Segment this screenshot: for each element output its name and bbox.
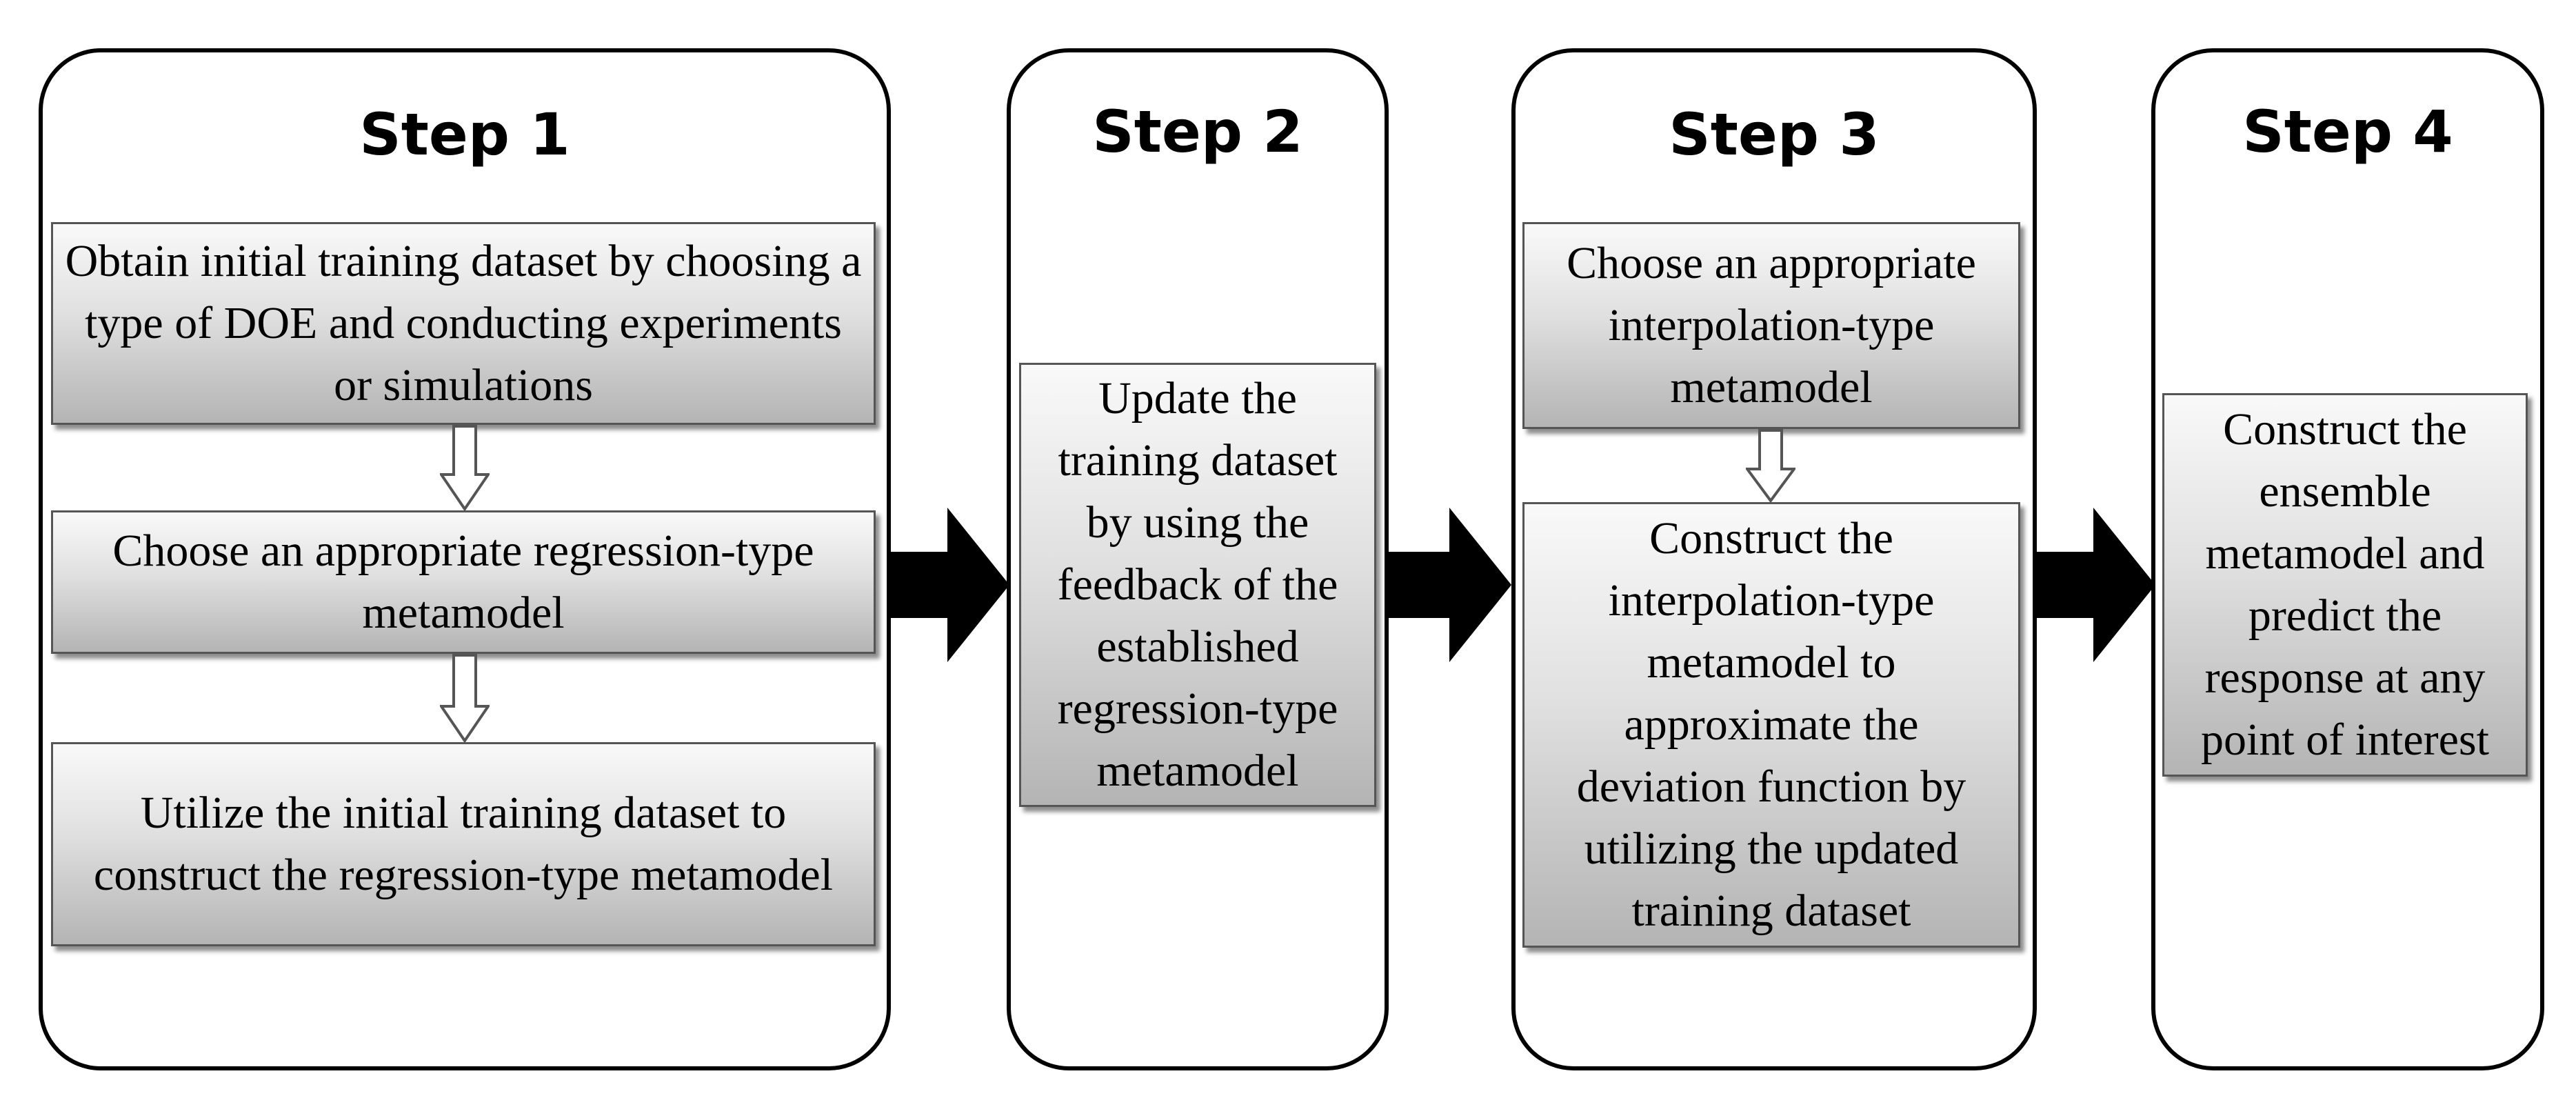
step-1-box-construct-regression: Utilize the initial training dataset to … — [51, 742, 876, 946]
step-1-down-arrow-1 — [440, 425, 490, 510]
step-3-title: Step 3 — [1669, 101, 1880, 168]
step-1-box-choose-regression: Choose an appropriate regression-type me… — [51, 510, 876, 654]
step-2-title: Step 2 — [1092, 98, 1303, 166]
step-3-box-choose-interpolation: Choose an appropriate interpolation-type… — [1522, 222, 2020, 429]
step-4-box-construct-ensemble: Construct the ensemble metamodel and pre… — [2162, 393, 2528, 777]
step-1-to-2-arrow — [888, 508, 1009, 662]
step-2-to-3-arrow — [1385, 508, 1511, 662]
step-1-title: Step 1 — [359, 101, 570, 168]
step-1-down-arrow-2 — [440, 654, 490, 742]
step-2-box-update-dataset: Update the training dataset by using the… — [1019, 363, 1376, 807]
step-3-down-arrow — [1746, 429, 1795, 502]
step-1-box-obtain-dataset: Obtain initial training dataset by choos… — [51, 222, 876, 425]
step-3-box-construct-interpolation: Construct the interpolation-type metamod… — [1522, 502, 2020, 948]
step-3-to-4-arrow — [2033, 508, 2155, 662]
step-4-title: Step 4 — [2242, 98, 2453, 166]
